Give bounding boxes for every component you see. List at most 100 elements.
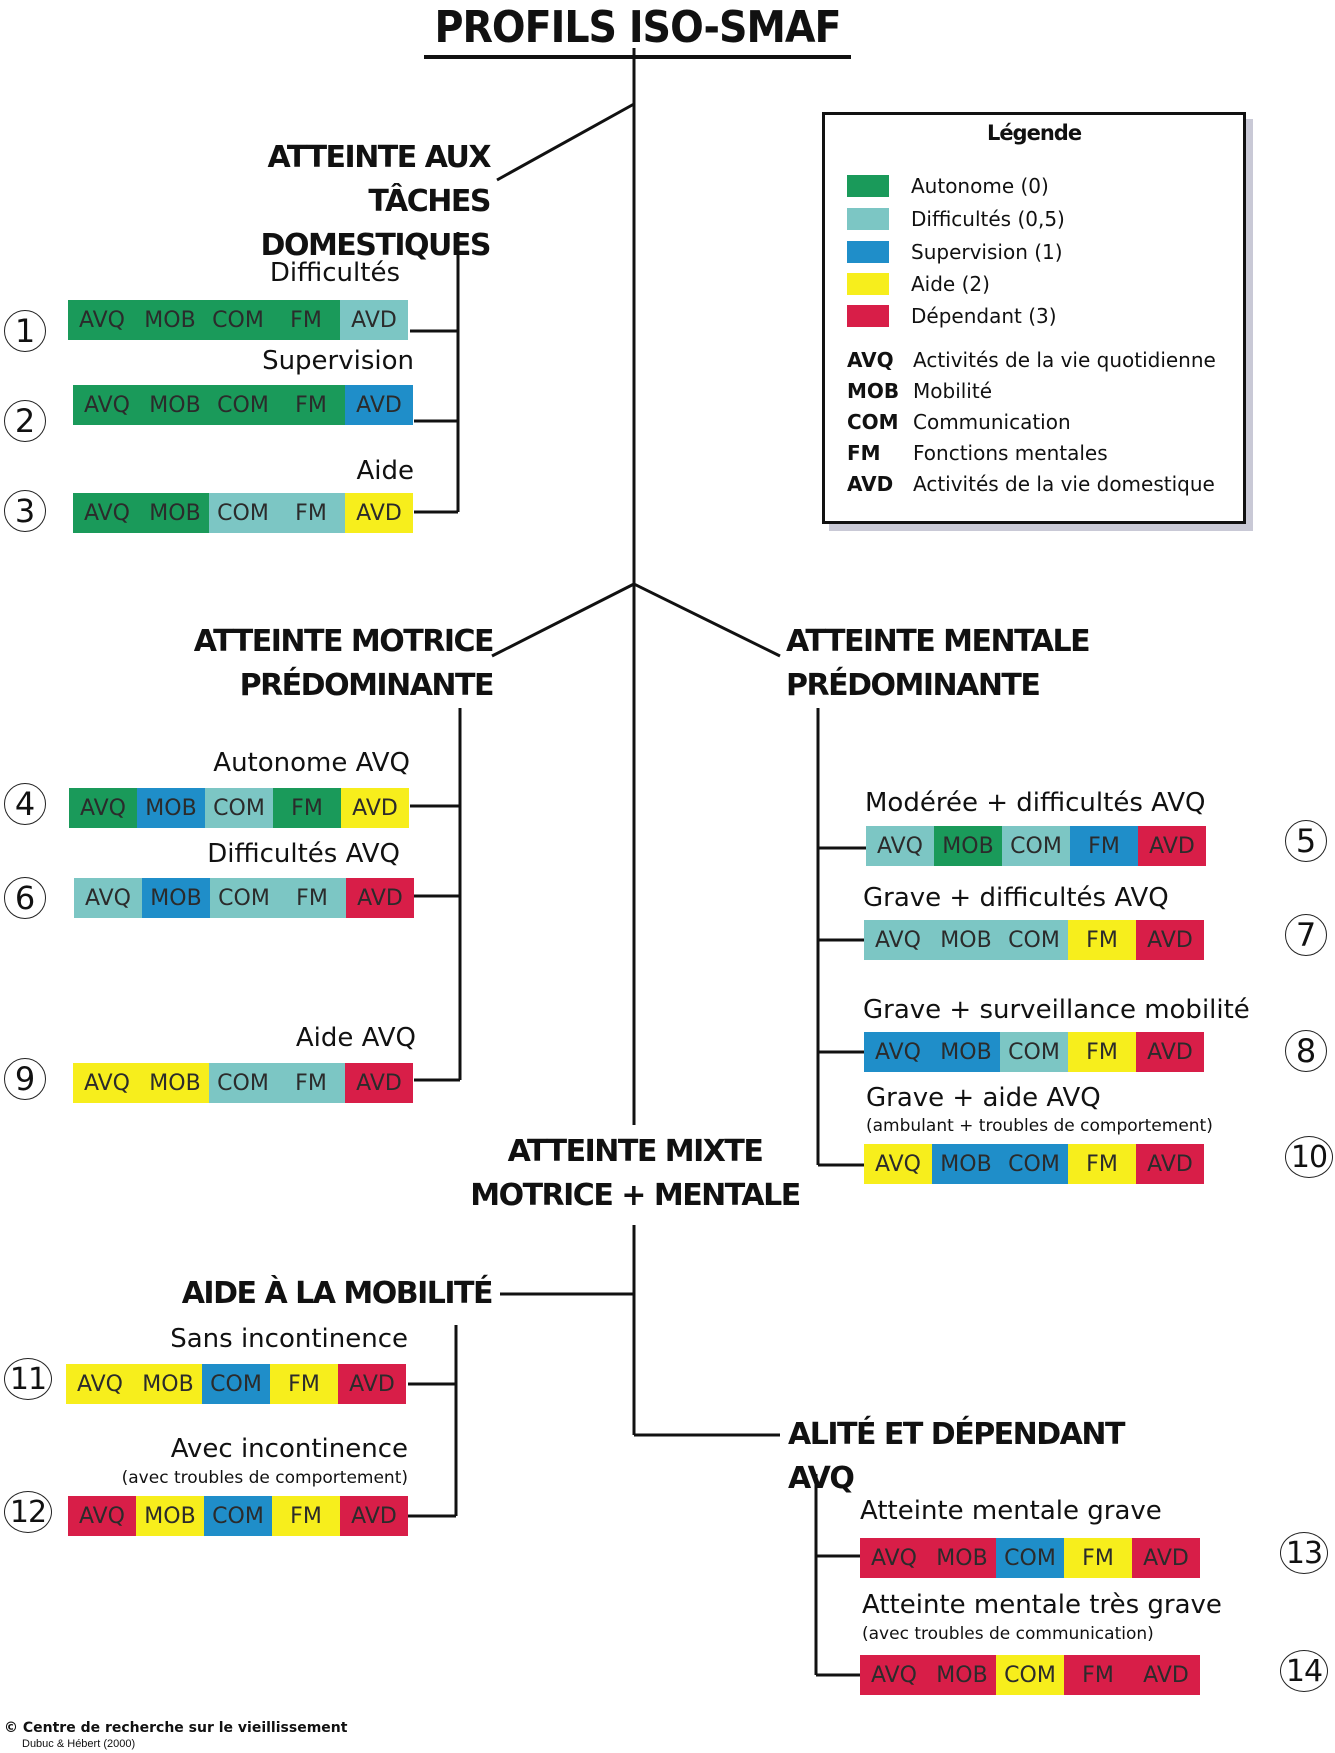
segment-mob: MOB: [136, 1496, 204, 1536]
segment-com: COM: [209, 385, 277, 425]
segment-avq: AVQ: [860, 1538, 928, 1578]
segment-mob: MOB: [141, 385, 209, 425]
abbrev-code: AVD: [847, 472, 894, 496]
heading-aide-mobilite: AIDE À LA MOBILITÉ: [181, 1276, 494, 1311]
segment-fm: FM: [270, 1364, 338, 1404]
segment-fm: FM: [1068, 920, 1136, 960]
profile-number: 9: [4, 1058, 46, 1100]
segment-avq: AVQ: [68, 1496, 136, 1536]
segment-avq: AVQ: [73, 385, 141, 425]
segment-avd: AVD: [345, 385, 413, 425]
abbrev-desc: Activités de la vie domestique: [913, 472, 1215, 496]
legend-swatch: [847, 208, 889, 230]
legend-abbrev-avq: AVQ Activités de la vie quotidienne: [847, 347, 1216, 373]
legend-swatch: [847, 175, 889, 197]
heading-taches-domestiques: ATTEINTE AUX TÂCHES DOMESTIQUES: [260, 140, 492, 263]
legend-item-label: Aide (2): [911, 272, 990, 296]
segment-fm: FM: [272, 300, 340, 340]
segment-avd: AVD: [346, 878, 414, 918]
segment-mob: MOB: [932, 1032, 1000, 1072]
page-title: PROFILS ISO-SMAF: [0, 2, 1275, 59]
profile-number: 3: [4, 490, 46, 532]
segment-mob: MOB: [934, 826, 1002, 866]
segment-avq: AVQ: [66, 1364, 134, 1404]
heading-atteinte-motrice: ATTEINTE MOTRICE PRÉDOMINANTE: [193, 624, 495, 703]
profile-label: Aide: [356, 456, 414, 486]
profile-sublabel: (ambulant + troubles de comportement): [866, 1116, 1213, 1136]
profile-number: 11: [4, 1358, 52, 1400]
profile-label: Avec incontinence: [170, 1434, 408, 1464]
segment-mob: MOB: [136, 300, 204, 340]
profile-label: Difficultés AVQ: [207, 839, 400, 869]
profile-label: Grave + surveillance mobilité: [863, 995, 1250, 1025]
profile-number: 5: [1285, 820, 1327, 862]
segment-com: COM: [205, 788, 273, 828]
segment-mob: MOB: [141, 493, 209, 533]
legend-abbrev-avd: AVD Activités de la vie domestique: [847, 471, 1215, 497]
segment-mob: MOB: [932, 920, 1000, 960]
segment-avq: AVQ: [69, 788, 137, 828]
abbrev-code: AVQ: [847, 348, 894, 372]
legend-title: Légende: [986, 121, 1082, 145]
segment-avd: AVD: [340, 1496, 408, 1536]
profile-number: 1: [4, 310, 46, 352]
segment-avd: AVD: [1138, 826, 1206, 866]
profile-number: 6: [4, 877, 46, 919]
segment-avd: AVD: [1136, 1144, 1204, 1184]
legend-item-autonome: Autonome (0): [847, 173, 1049, 199]
profile-label: Grave + difficultés AVQ: [863, 883, 1169, 913]
segment-mob: MOB: [932, 1144, 1000, 1184]
heading-alite-dependant: ALITÉ ET DÉPENDANT AVQ: [788, 1417, 1125, 1496]
segment-avd: AVD: [345, 1063, 413, 1103]
abbrev-code: MOB: [847, 379, 900, 403]
segment-fm: FM: [278, 878, 346, 918]
heading-atteinte-mixte: ATTEINTE MIXTE MOTRICE + MENTALE: [470, 1134, 801, 1213]
segment-com: COM: [204, 300, 272, 340]
profile-number: 13: [1280, 1532, 1328, 1574]
segment-avd: AVD: [1136, 1032, 1204, 1072]
segment-avq: AVQ: [74, 878, 142, 918]
segment-mob: MOB: [137, 788, 205, 828]
profile-label: Autonome AVQ: [213, 748, 410, 778]
segment-fm: FM: [1070, 826, 1138, 866]
segment-com: COM: [202, 1364, 270, 1404]
legend-swatch: [847, 273, 889, 295]
segment-fm: FM: [1068, 1032, 1136, 1072]
segment-fm: FM: [1064, 1538, 1132, 1578]
legend-item-label: Difficultés (0,5): [911, 207, 1065, 231]
profile-sublabel: (avec troubles de communication): [862, 1624, 1154, 1644]
profile-label: Aide AVQ: [295, 1023, 416, 1053]
segment-fm: FM: [277, 493, 345, 533]
profile-label: Atteinte mentale grave: [860, 1496, 1162, 1526]
segment-fm: FM: [272, 1496, 340, 1536]
segment-avd: AVD: [338, 1364, 406, 1404]
segment-com: COM: [209, 1063, 277, 1103]
segment-fm: FM: [1064, 1655, 1132, 1695]
segment-com: COM: [996, 1538, 1064, 1578]
footer-organization: © Centre de recherche sur le vieillissem…: [4, 1720, 348, 1736]
segment-fm: FM: [273, 788, 341, 828]
segment-fm: FM: [277, 1063, 345, 1103]
legend-item-label: Autonome (0): [911, 174, 1049, 198]
abbrev-code: FM: [847, 441, 881, 465]
profile-number: 4: [4, 783, 46, 825]
legend-abbrev-com: COM Communication: [847, 409, 1071, 435]
segment-mob: MOB: [141, 1063, 209, 1103]
segment-com: COM: [209, 493, 277, 533]
legend-item-difficultes: Difficultés (0,5): [847, 206, 1065, 232]
profile-label: Grave + aide AVQ: [866, 1083, 1101, 1113]
profile-label: Sans incontinence: [170, 1324, 408, 1354]
segment-mob: MOB: [928, 1655, 996, 1695]
segment-com: COM: [1000, 1032, 1068, 1072]
profile-sublabel: (avec troubles de comportement): [121, 1468, 408, 1488]
segment-avd: AVD: [1132, 1655, 1200, 1695]
segment-avq: AVQ: [73, 493, 141, 533]
segment-avq: AVQ: [68, 300, 136, 340]
